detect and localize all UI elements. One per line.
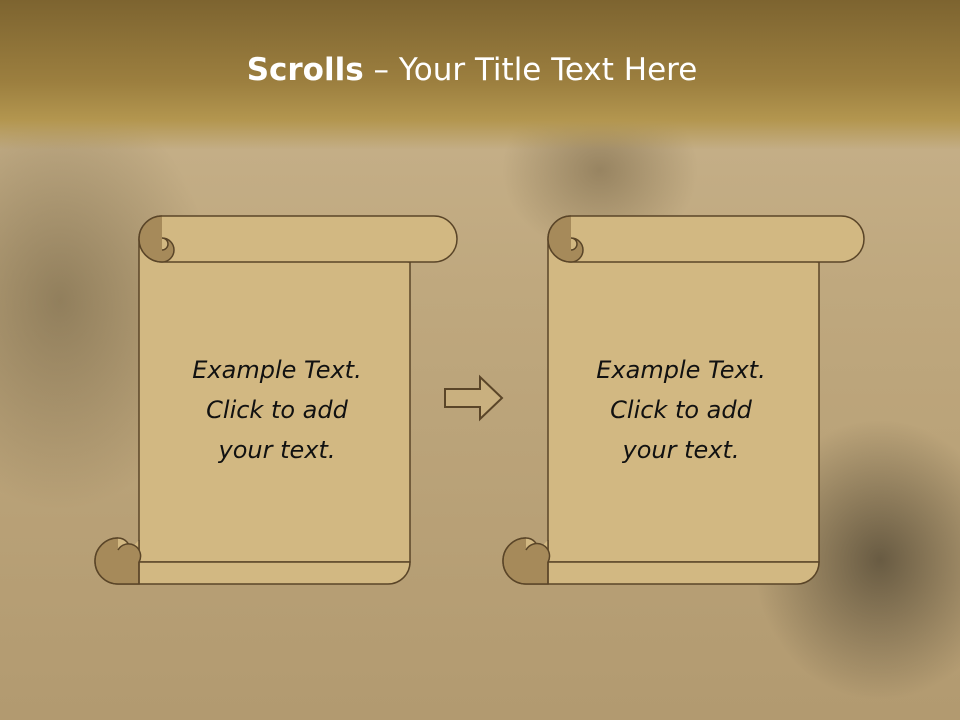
title-bar	[0, 0, 960, 150]
scroll-shape-2[interactable]	[502, 215, 865, 585]
scroll-2-line-3: your text.	[622, 436, 740, 464]
title-rest: Your Title Text Here	[398, 52, 698, 88]
title-dash: –	[363, 52, 399, 88]
scroll-1-line-1: Example Text.	[192, 356, 362, 384]
right-arrow-icon	[444, 374, 504, 422]
scroll-text-1[interactable]: Example Text. Click to add your text.	[157, 350, 397, 470]
slide-title[interactable]: Scrolls – Your Title Text Here	[0, 52, 944, 88]
scroll-2-line-1: Example Text.	[596, 356, 766, 384]
scroll-1-line-3: your text.	[218, 436, 336, 464]
scroll-text-2[interactable]: Example Text. Click to add your text.	[561, 350, 801, 470]
scroll-shape-1[interactable]	[94, 215, 458, 585]
title-bold: Scrolls	[246, 52, 364, 88]
scroll-2-line-2: Click to add	[610, 396, 752, 424]
scroll-1-line-2: Click to add	[206, 396, 348, 424]
